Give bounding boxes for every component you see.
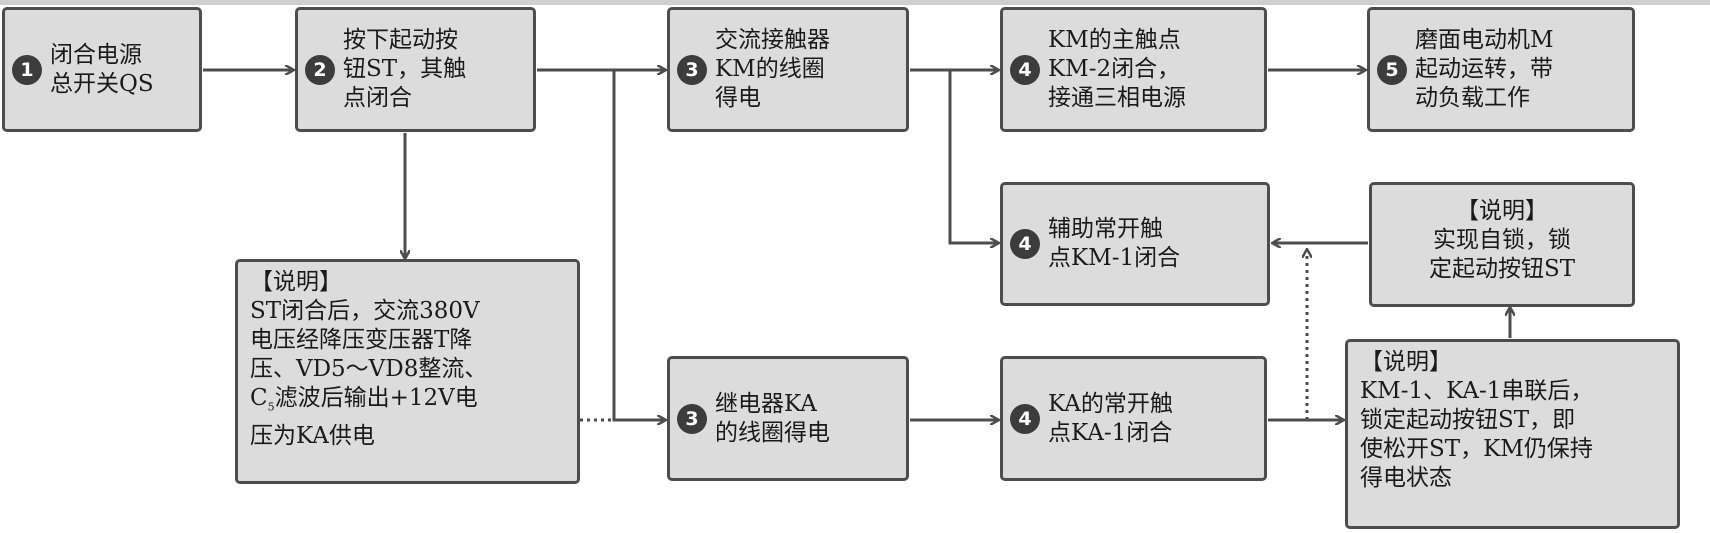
top-frame-line (0, 0, 1710, 5)
note-subscript: 5 (267, 400, 275, 414)
step-text: 按下起动按 钮ST，其触 点闭合 (343, 27, 467, 111)
note-series-lock: 【说明】 KM-1、KA-1串联后， 锁定起动按钮ST，即 使松开ST，KM仍保… (1345, 339, 1680, 529)
arrow-branch-to-ka-coil (612, 70, 665, 420)
note-title: 【说明】 (1456, 198, 1548, 224)
step-text: 继电器KA 的线圈得电 (715, 390, 830, 446)
step-km-main-contact: 4 KM的主触点 KM-2闭合， 接通三相电源 (1000, 7, 1267, 132)
step-number-badge: 4 (1010, 403, 1040, 434)
step-number-badge: 4 (1010, 229, 1040, 259)
step-text: 磨面电动机M 起动运转，带 动负载工作 (1415, 27, 1554, 111)
note-title: 【说明】 (1360, 349, 1452, 375)
step-number-badge: 5 (1377, 54, 1407, 85)
step-text: 交流接触器 KM的线圈 得电 (715, 27, 830, 111)
step-ka-coil: 3 继电器KA 的线圈得电 (667, 356, 909, 481)
note-body: 实现自锁，锁 定起动按钮ST (1428, 227, 1576, 282)
step-text: 辅助常开触 点KM-1闭合 (1048, 216, 1181, 271)
step-press-start: 2 按下起动按 钮ST，其触 点闭合 (295, 7, 536, 132)
note-body-part: ST闭合后，交流380V 电压经降压变压器T降 压、VD5～VD8整流、 C (250, 298, 488, 411)
step-km-aux-contact: 4 辅助常开触 点KM-1闭合 (1000, 182, 1270, 306)
step-km-coil: 3 交流接触器 KM的线圈 得电 (667, 7, 909, 132)
step-number-badge: 3 (677, 403, 707, 434)
step-text: KA的常开触 点KA-1闭合 (1048, 390, 1173, 446)
step-motor-run: 5 磨面电动机M 起动运转，带 动负载工作 (1367, 7, 1635, 132)
step-number-badge: 4 (1010, 54, 1040, 85)
step-ka-contact: 4 KA的常开触 点KA-1闭合 (1000, 356, 1267, 481)
note-body: ST闭合后，交流380V 电压经降压变压器T降 压、VD5～VD8整流、 C5滤… (250, 297, 565, 451)
note-body-part: 滤波后输出+12V电 压为KA供电 (250, 385, 478, 449)
step-text: 闭合电源 总开关QS (50, 41, 154, 97)
note-self-lock: 【说明】 实现自锁，锁 定起动按钮ST (1369, 182, 1635, 307)
note-title: 【说明】 (250, 269, 342, 295)
step-text: KM的主触点 KM-2闭合， 接通三相电源 (1048, 27, 1186, 111)
step-number-badge: 1 (12, 54, 42, 85)
note-power-supply: 【说明】 ST闭合后，交流380V 电压经降压变压器T降 压、VD5～VD8整流… (235, 259, 580, 484)
step-number-badge: 3 (677, 54, 707, 85)
step-close-switch: 1 闭合电源 总开关QS (2, 7, 202, 132)
arrow-km-coil-to-km-aux (948, 70, 998, 243)
step-number-badge: 2 (305, 54, 335, 85)
note-body: KM-1、KA-1串联后， 锁定起动按钮ST，即 使松开ST，KM仍保持 得电状… (1360, 378, 1594, 491)
